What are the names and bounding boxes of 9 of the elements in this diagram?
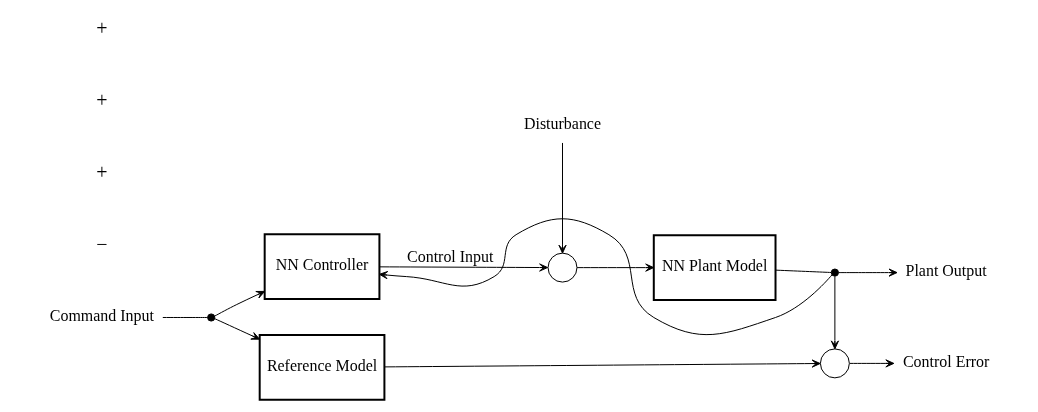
label: + bbox=[95, 160, 107, 183]
node-text: Plant Output bbox=[905, 262, 987, 280]
node-text: Control Error bbox=[902, 353, 989, 371]
node-text: Disturbance bbox=[523, 114, 601, 132]
label: + bbox=[95, 88, 107, 111]
label: + bbox=[95, 17, 107, 40]
label: − bbox=[95, 232, 107, 255]
node-text: Command Input bbox=[49, 307, 154, 325]
edge-label: Control Input bbox=[406, 248, 493, 266]
